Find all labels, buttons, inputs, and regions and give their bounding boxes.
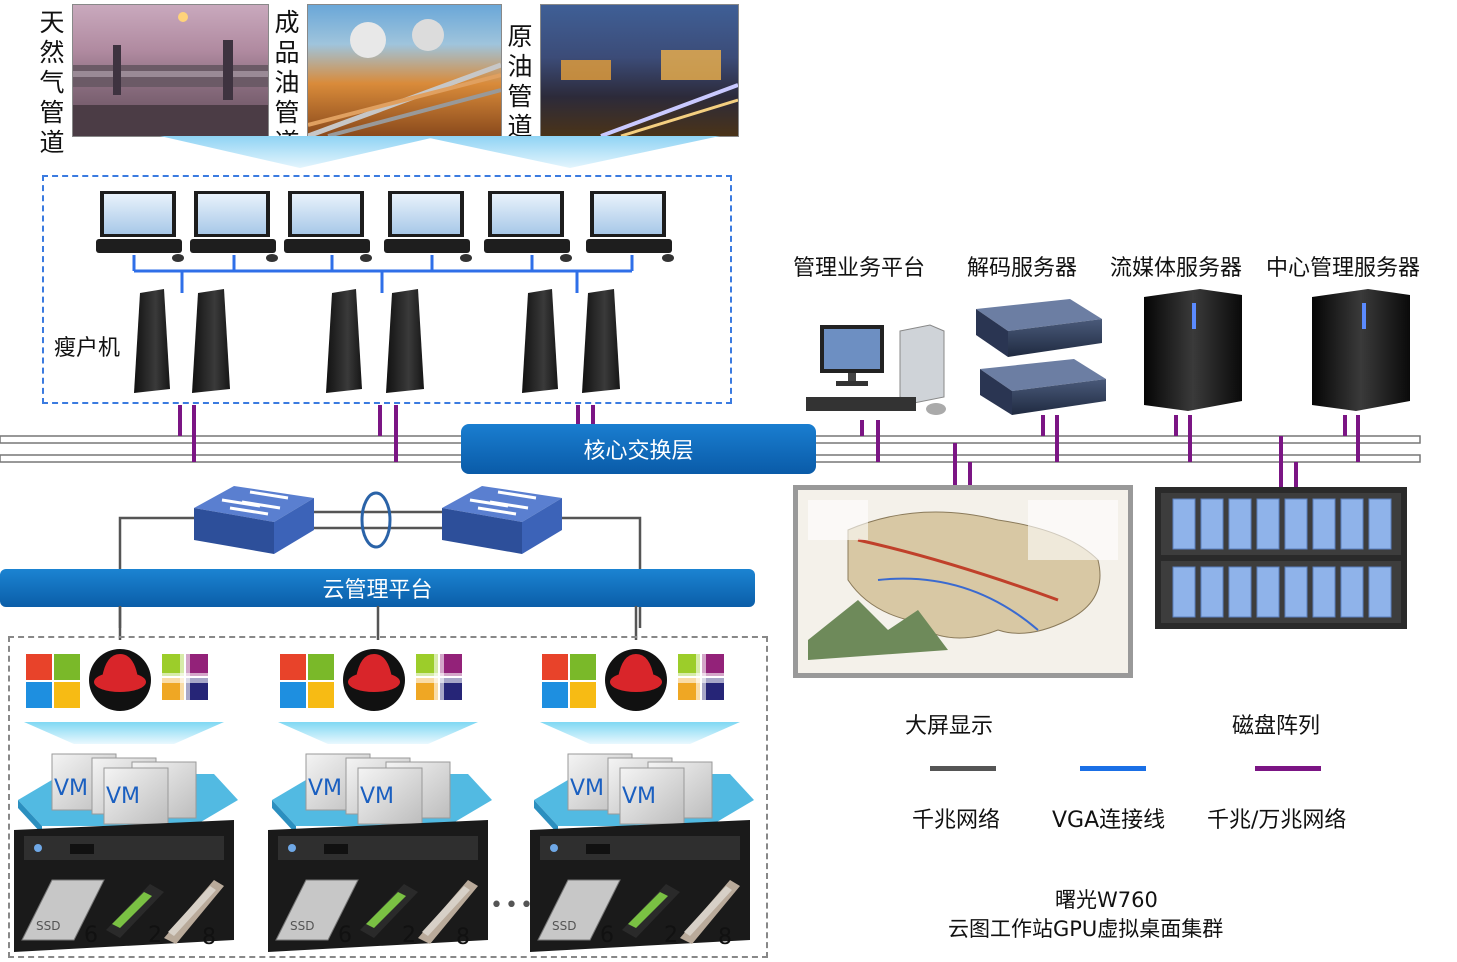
gpu-count: 2 xyxy=(664,923,678,948)
product-description: 云图工作站GPU虚拟桌面集群 xyxy=(948,917,1224,941)
ssd-icon: SSD xyxy=(21,879,105,941)
big-screen-label: 大屏显示 xyxy=(905,714,994,739)
decoder-server-icon xyxy=(976,299,1106,415)
switch-icon xyxy=(442,486,562,554)
monitor-icon xyxy=(284,191,370,253)
workstations-diagram xyxy=(96,191,674,393)
vm-text: VM xyxy=(106,784,140,809)
server-label-central: 中心管理服务器 xyxy=(1266,256,1421,281)
server-label-streaming: 流媒体服务器 xyxy=(1110,256,1243,281)
monitor-icon xyxy=(190,191,276,253)
vm-text: VM xyxy=(622,784,656,809)
ssd-icon: SSD xyxy=(275,879,359,941)
ssd-text: SSD xyxy=(290,919,314,933)
vm-icon xyxy=(305,753,451,825)
thin-client-icon xyxy=(326,289,424,393)
vm-icon xyxy=(567,753,713,825)
map-illustration xyxy=(808,500,1118,660)
ellipsis: ••• xyxy=(490,893,535,918)
funnel-highlights xyxy=(160,136,720,168)
gpu-count: 2 xyxy=(148,923,162,948)
ssd-text: SSD xyxy=(552,919,576,933)
redhat-logo-icon xyxy=(605,649,667,711)
cluster-node-3: VM VM SSD 6 2 8 xyxy=(530,649,754,952)
memory-icon xyxy=(418,880,478,944)
refined-oil-illustration xyxy=(308,19,501,136)
legend-label-gigabit: 千兆网络 xyxy=(912,808,1001,833)
core-switch-layer: 核心交换层 xyxy=(461,424,816,474)
ssd-count: 6 xyxy=(84,923,98,948)
legend-line-10g xyxy=(1255,766,1321,771)
server-equipment xyxy=(806,289,1410,415)
legend-line-vga xyxy=(1080,766,1146,771)
pipeline-label-crude: 原油管道 xyxy=(507,22,533,141)
vm-text: VM xyxy=(308,776,342,801)
monitor-icon xyxy=(586,191,672,253)
gas-pipeline-photo xyxy=(72,4,269,137)
disk-array-label: 磁盘阵列 xyxy=(1232,714,1321,739)
cluster-drop-lines xyxy=(118,606,638,640)
windows-logo-icon xyxy=(542,654,596,708)
monitor-icon xyxy=(484,191,570,253)
legend-label-vga: VGA连接线 xyxy=(1052,808,1166,833)
crude-oil-pipeline-photo xyxy=(540,4,739,137)
server-label-decoder: 解码服务器 xyxy=(967,256,1078,281)
ssd-text: SSD xyxy=(36,919,60,933)
disk-array xyxy=(1155,487,1407,629)
centos-logo-icon xyxy=(158,650,212,706)
gpu-icon xyxy=(360,884,418,938)
memory-count: 8 xyxy=(456,925,470,950)
cluster-node-2: VM VM SSD 6 2 8 xyxy=(268,649,492,952)
redhat-logo-icon xyxy=(343,649,405,711)
vm-text: VM xyxy=(360,784,394,809)
cloud-management-platform: 云管理平台 xyxy=(0,569,755,607)
gpu-cluster-zone xyxy=(8,636,768,958)
central-server-icon xyxy=(1312,289,1410,411)
centos-logo-icon xyxy=(412,650,466,706)
desktop-pc-icon xyxy=(806,324,946,415)
ssd-icon: SSD xyxy=(537,879,621,941)
memory-icon xyxy=(164,880,224,944)
memory-icon xyxy=(680,880,740,944)
thin-client-icon xyxy=(522,289,620,393)
streaming-server-icon xyxy=(1144,289,1242,411)
centos-logo-icon xyxy=(674,650,728,706)
gas-pipeline-illustration xyxy=(73,12,268,136)
memory-count: 8 xyxy=(718,925,732,950)
windows-logo-icon xyxy=(26,654,80,708)
ssd-count: 6 xyxy=(600,923,614,948)
thin-client-label: 瘦户机 xyxy=(54,336,121,361)
switch-icon xyxy=(194,486,314,554)
gpu-icon xyxy=(106,884,164,938)
windows-logo-icon xyxy=(280,654,334,708)
switch-pair xyxy=(118,486,642,628)
legend-line-gigabit xyxy=(930,766,996,771)
legend-label-10g: 千兆/万兆网络 xyxy=(1207,808,1347,833)
thin-client-zone xyxy=(42,175,732,404)
gpu-icon xyxy=(622,884,680,938)
vm-text: VM xyxy=(570,776,604,801)
pipeline-label-gas: 天然气管道 xyxy=(39,8,65,157)
vm-text: VM xyxy=(54,776,88,801)
big-screen-display xyxy=(793,485,1133,678)
cluster-node-1: VM VM SSD 6 2 8 xyxy=(14,649,238,952)
refined-oil-pipeline-photo xyxy=(307,4,502,137)
product-name: 曙光W760 xyxy=(1055,888,1158,912)
crude-oil-illustration xyxy=(561,50,738,136)
thin-client-icon xyxy=(134,289,230,393)
memory-count: 8 xyxy=(202,925,216,950)
vm-icon xyxy=(51,753,197,825)
gpu-count: 2 xyxy=(402,923,416,948)
redhat-logo-icon xyxy=(89,649,151,711)
monitor-icon xyxy=(384,191,470,253)
server-label-management: 管理业务平台 xyxy=(793,256,926,281)
monitor-icon xyxy=(96,191,182,253)
ssd-count: 6 xyxy=(338,923,352,948)
